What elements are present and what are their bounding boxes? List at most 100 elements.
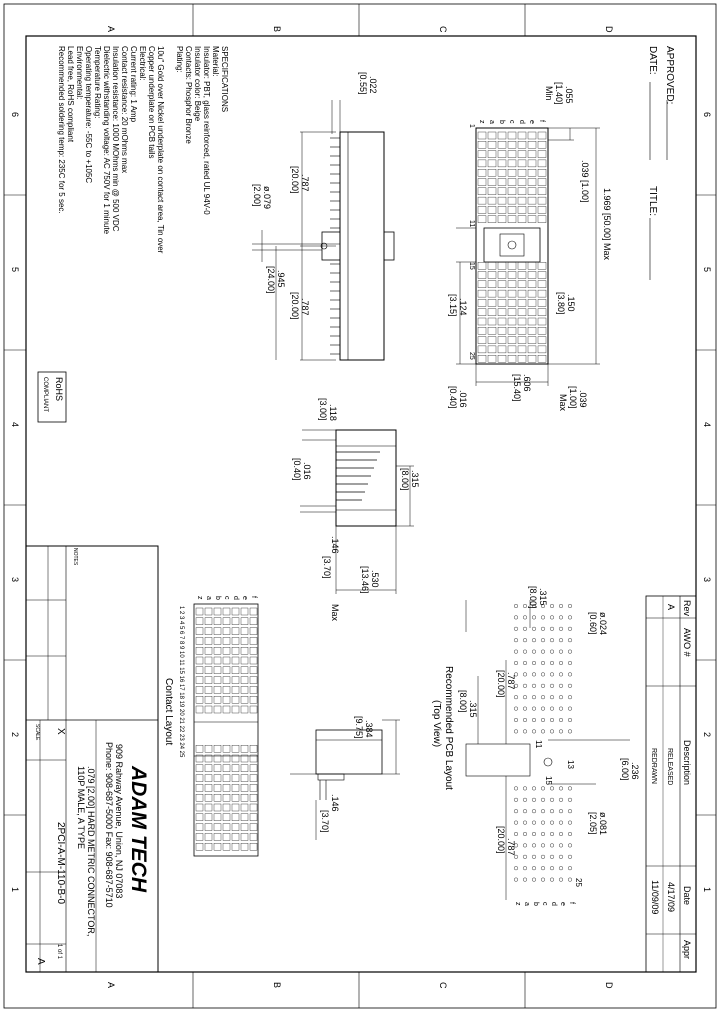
pcb-hole [550, 672, 555, 677]
pcb-hole [523, 638, 528, 643]
pcb-hole [523, 843, 528, 848]
dim-text: [9.75] [354, 716, 364, 739]
contact-cell [204, 764, 213, 772]
plan-contact [527, 299, 537, 307]
pcb-hole [523, 706, 528, 711]
rohs-compliant-label: COMPLIANT [42, 377, 48, 412]
contact-cell [231, 686, 240, 694]
dim-text: [3.70] [320, 810, 330, 833]
dim-text: .039 [578, 390, 588, 408]
contact-cell [195, 656, 204, 665]
dim-text: [0.55] [358, 72, 368, 95]
plan-contact [487, 141, 497, 149]
plan-contact [497, 327, 507, 335]
plan-contact [477, 159, 487, 168]
contact-cell [195, 764, 204, 772]
pcb-hole [568, 786, 573, 791]
dim-text: [3.70] [322, 556, 332, 579]
spec-line: Electrical: [138, 46, 147, 81]
dim-text: [3.15] [448, 294, 458, 317]
plan-contact [477, 280, 487, 288]
plan-contact [487, 215, 497, 223]
plan-contact [537, 327, 547, 335]
plan-contact [477, 299, 487, 307]
dim-text: .315 [468, 700, 478, 718]
contact-cell [213, 686, 222, 694]
contact-cell [213, 666, 222, 674]
dim-text: [8.00] [400, 468, 410, 491]
contact-cell [222, 656, 231, 665]
zone-letter-top: C [438, 26, 448, 33]
dim-text: [0.40] [448, 386, 458, 409]
contact-row-label: f [250, 596, 257, 598]
contact-cell [195, 617, 204, 625]
contact-cell [249, 843, 258, 851]
pcb-hole [550, 695, 555, 700]
pin-row-label: a [488, 120, 495, 124]
pcb-hole [532, 843, 537, 848]
pcb-title: Recommended PCB Layout [443, 666, 454, 790]
contact-cell [249, 833, 258, 841]
contact-cell [195, 754, 204, 763]
contact-cell [213, 774, 222, 782]
date-value: 4/17/09 [666, 882, 676, 912]
plan-contact [537, 262, 547, 270]
plan-contact [477, 308, 487, 316]
end-view-dim-text: .118 [3.00] .016 [0.40] .315 [8.00] .146… [292, 398, 420, 622]
pcb-hole [514, 626, 519, 631]
contact-cell [222, 686, 231, 694]
contact-cell [204, 784, 213, 792]
description-value: REDRAWN [650, 748, 657, 784]
plan-contact [517, 280, 527, 288]
dim-text: .124 [458, 298, 468, 316]
spec-line: Environmental: [75, 46, 84, 99]
contact-cell [249, 627, 258, 635]
pcb-hole [550, 797, 555, 802]
pcb-hole [568, 706, 573, 711]
pcb-hole [550, 843, 555, 848]
pcb-hole [541, 695, 546, 700]
pcb-hole [541, 615, 546, 620]
pcb-hole [532, 683, 537, 688]
plan-contact [477, 345, 487, 354]
pcb-hole [550, 661, 555, 666]
contact-cell [240, 754, 249, 763]
plan-contact [517, 141, 527, 149]
zone-number-right: 1 [702, 887, 712, 892]
pcb-hole [523, 615, 528, 620]
mount-side-view [290, 719, 400, 840]
plan-contact [477, 187, 487, 195]
plan-contact [497, 215, 507, 223]
plan-contact [527, 159, 537, 168]
contact-row-label: a [205, 596, 212, 600]
contact-cell [249, 647, 258, 655]
plan-contact [517, 345, 527, 354]
plan-contact [507, 355, 517, 363]
pcb-hole [532, 661, 537, 666]
plan-contact [517, 317, 527, 326]
title-block [25, 545, 159, 973]
contact-cell [249, 676, 258, 684]
contact-cell [222, 666, 231, 674]
plan-contact [507, 262, 517, 270]
side-view [252, 131, 395, 361]
approval-block: APPROVED: DATE: TITLE: [647, 46, 675, 280]
date-label: DATE: [647, 46, 658, 75]
pcb-hole [532, 877, 537, 882]
pcb-hole [514, 718, 519, 723]
plan-contact [487, 299, 497, 307]
contact-cell [213, 803, 222, 812]
pcb-hole [568, 695, 573, 700]
plan-contact [517, 131, 527, 140]
pcb-hole [550, 729, 555, 734]
dim-text: .315 [538, 588, 548, 606]
plan-contact [487, 308, 497, 316]
plan-contact [527, 206, 537, 214]
contact-cell [195, 823, 204, 831]
plan-contact [497, 159, 507, 168]
pin-number: 15 [468, 262, 475, 270]
contact-cell [195, 843, 204, 851]
pcb-row-label: a [523, 902, 530, 906]
plan-contact [527, 289, 537, 298]
dim-text: [2.00] [252, 184, 262, 207]
